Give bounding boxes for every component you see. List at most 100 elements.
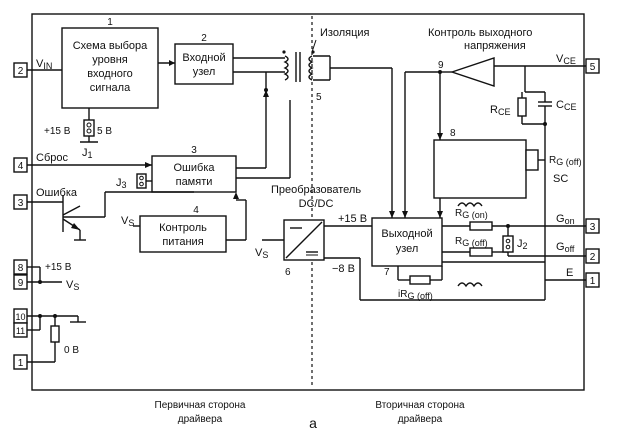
- rg-off-resistor: [469, 247, 493, 257]
- transformer-number: 5: [316, 92, 322, 103]
- primary-side-line2: драйвера: [178, 414, 223, 425]
- svg-text:2: 2: [18, 66, 24, 77]
- irg-off-label: iRG (off): [398, 289, 433, 301]
- secondary-side-line2: драйвера: [398, 414, 443, 425]
- isolation-label: Изоляция: [320, 27, 370, 39]
- svg-text:5: 5: [590, 62, 596, 73]
- output-node-block: Выходной узел 7: [371, 217, 443, 278]
- figure-letter: а: [309, 415, 317, 431]
- svg-text:1: 1: [18, 358, 24, 369]
- left-pin-4: 4 Сброс: [13, 152, 152, 173]
- jumper-j1: [83, 119, 95, 137]
- left-pin-11: 11: [13, 322, 28, 338]
- left-pin-3: 3 Ошибка: [13, 187, 78, 210]
- svg-text:6: 6: [285, 267, 291, 278]
- vs-pin9-label: VS: [66, 279, 79, 292]
- j2-label: J2: [517, 238, 528, 251]
- svg-text:2: 2: [590, 252, 596, 263]
- svg-text:узел: узел: [193, 66, 216, 78]
- cce-label: CCE: [556, 99, 576, 112]
- irg-off-resistor: [409, 275, 431, 285]
- error-label: Ошибка: [36, 187, 78, 199]
- memory-error-block: 3 Ошибка памяти: [151, 145, 237, 193]
- rce-label: RCE: [490, 104, 510, 117]
- output-voltage-control-line1: Контроль выходного: [428, 27, 532, 39]
- input-node-block: 2 Входной узел: [174, 33, 234, 85]
- svg-text:2: 2: [201, 33, 207, 44]
- j1-5v-label: 5 В: [97, 126, 112, 137]
- stray-inductance-top: [457, 202, 483, 208]
- plus15-pin8-label: +15 В: [45, 262, 72, 273]
- vs-power-label: VS: [121, 215, 134, 228]
- svg-text:Ошибка: Ошибка: [174, 162, 216, 174]
- svg-text:Схема выбора: Схема выбора: [73, 40, 148, 52]
- rg-on-label: RG (on): [455, 208, 488, 220]
- svg-text:4: 4: [18, 161, 24, 172]
- comparator-9: 9: [438, 57, 495, 87]
- block-8: 8: [433, 128, 545, 199]
- svg-text:узел: узел: [396, 243, 419, 255]
- svg-text:уровня: уровня: [92, 54, 128, 66]
- svg-text:памяти: памяти: [176, 176, 213, 188]
- left-pin-10: 10: [13, 308, 28, 324]
- sc-label: SC: [553, 173, 568, 185]
- zero-v-label: 0 В: [64, 345, 79, 356]
- stray-inductance-bottom: [457, 282, 483, 288]
- svg-text:DC/DC: DC/DC: [299, 198, 334, 210]
- svg-text:питания: питания: [162, 236, 203, 248]
- gon-label: Gon: [556, 213, 575, 226]
- left-pin-8: 8 +15 В: [13, 259, 72, 275]
- svg-text:8: 8: [18, 263, 24, 274]
- rg-off-label: RG (off): [455, 236, 488, 248]
- dcdc-converter: Преобразователь DC/DC 6: [271, 184, 361, 278]
- rce-resistor: [517, 97, 527, 117]
- svg-text:сигнала: сигнала: [90, 82, 131, 94]
- isolation-transformer: [282, 50, 315, 82]
- svg-text:7: 7: [384, 267, 390, 278]
- svg-text:Контроль: Контроль: [159, 222, 207, 234]
- right-pin-3: 3 Gon: [556, 213, 600, 234]
- svg-text:1: 1: [590, 276, 596, 287]
- vs-dcdc-label: VS: [255, 247, 268, 260]
- svg-text:Входной: Входной: [182, 52, 225, 64]
- resistor-0v: [50, 325, 60, 343]
- right-pin-5: 5 VCE: [556, 53, 600, 74]
- jumper-j2: [502, 235, 514, 253]
- svg-text:11: 11: [16, 326, 25, 336]
- error-output-transistor: [62, 191, 194, 241]
- output-voltage-control-line2: напряжения: [464, 40, 526, 52]
- j1-plus15-label: +15 В: [44, 126, 71, 137]
- right-pin-1: 1 E: [566, 267, 600, 288]
- svg-text:3: 3: [590, 222, 596, 233]
- svg-text:8: 8: [450, 128, 456, 139]
- rg-on-resistor: [469, 221, 493, 231]
- svg-text:входного: входного: [87, 68, 133, 80]
- minus8-secondary-label: −8 В: [332, 263, 355, 275]
- svg-text:9: 9: [18, 278, 24, 289]
- svg-text:Преобразователь: Преобразователь: [271, 184, 361, 196]
- svg-text:1: 1: [107, 17, 113, 28]
- vce-label: VCE: [556, 53, 576, 66]
- svg-text:4: 4: [193, 205, 199, 216]
- svg-text:Выходной: Выходной: [381, 228, 432, 240]
- j3-label: J3: [116, 177, 127, 190]
- secondary-side-line1: Вторичная сторона: [375, 400, 465, 411]
- power-control-block: 4 Контроль питания: [139, 205, 227, 253]
- level-select-block: 1 Схема выбора уровня входного сигнала: [61, 17, 159, 109]
- right-pin-2: 2 Goff: [556, 241, 600, 264]
- j1-label: J1: [82, 147, 93, 160]
- svg-text:9: 9: [438, 60, 444, 71]
- reset-label: Сброс: [36, 152, 68, 164]
- left-pin-9: 9 VS: [13, 274, 79, 292]
- rg-off-sc-label: RG (off): [549, 155, 582, 167]
- vin-label: VIN: [36, 58, 52, 71]
- primary-side-line1: Первичная сторона: [155, 400, 246, 411]
- svg-text:10: 10: [15, 312, 25, 322]
- goff-label: Goff: [556, 241, 575, 254]
- e-label: E: [566, 267, 573, 279]
- left-pin-1: 1: [13, 354, 55, 370]
- left-pin-2: 2 VIN: [13, 58, 62, 78]
- plus15-secondary-label: +15 В: [338, 213, 367, 225]
